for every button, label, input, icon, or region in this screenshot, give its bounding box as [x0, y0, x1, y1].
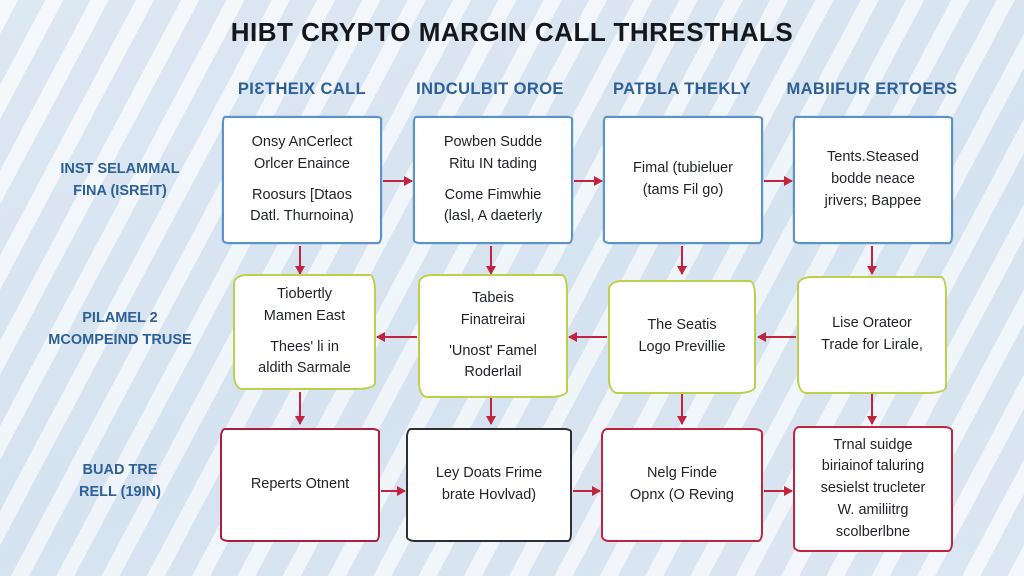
column-header-4: MABIIFUR ERTOERS: [786, 80, 958, 98]
node-row2-col3[interactable]: The Seatis Logo Previllie: [608, 280, 756, 394]
row-label-2: PILAMEL 2 MCOMPEIND TRUSE: [30, 307, 210, 352]
spacer: [449, 332, 537, 341]
node-row2-col3-line2: Logo Previllie: [638, 339, 726, 355]
arrow-col4-row2-to-row3: [867, 394, 877, 425]
node-row3-col2-line1: Ley Doats Frime: [435, 465, 543, 482]
arrow-row2-col4-to-col3: [757, 332, 796, 342]
node-row2-col1-line2: Mamen East: [263, 307, 346, 324]
node-row2-col4-line2: Trade for Lirale,: [821, 337, 923, 353]
spacer: [444, 176, 542, 185]
node-row1-col4-line1: Tents.Steased: [827, 149, 919, 166]
node-row3-col4[interactable]: Trnal suidge biriainof taluring sesielst…: [793, 426, 953, 552]
node-row2-col2-line1: Tabeis: [472, 290, 514, 306]
node-row1-col2-line1: Powben Sudde: [443, 134, 543, 150]
node-row2-col2-line4: Roderlail: [464, 364, 522, 381]
node-row1-col3-line2: (tams Fil go): [642, 182, 724, 198]
node-row2-col4[interactable]: Lise Orateor Trade for Lirale,: [797, 276, 947, 394]
node-row2-col4-line1: Lise Orateor: [832, 315, 912, 332]
arrow-col2-row1-to-row2: [486, 246, 496, 275]
row-label-3-line2: RELL (19IN): [79, 484, 161, 501]
node-row2-col2[interactable]: Tabeis Finatreirai 'Unost' Famel Roderla…: [418, 274, 568, 398]
node-row1-col2-line4: (lasl, A daeterly: [443, 208, 543, 225]
node-row2-col2-line2: Finatreirai: [460, 311, 526, 328]
arrow-row3-col2-to-col3: [573, 486, 601, 496]
node-row3-col3-line1: Nelg Finde: [646, 465, 718, 482]
arrow-col2-row2-to-row3: [486, 398, 496, 425]
row-label-2-line2: MCOMPEIND TRUSE: [48, 332, 192, 349]
node-row1-col4-line3: jrivers; Bappee: [824, 192, 922, 209]
node-row1-col1[interactable]: Onsy AnCerlect Orlcer Enaince Roosurs [D…: [222, 116, 382, 244]
arrow-col3-row2-to-row3: [677, 394, 687, 425]
node-row3-col4-line5: scolberlbne: [835, 523, 911, 540]
node-row2-col1-line4: aldith Sarmale: [258, 360, 351, 377]
node-row3-col2[interactable]: Ley Doats Frime brate Hovlvad): [406, 428, 572, 542]
row-label-1-line2: FINA (ISREIT): [73, 183, 167, 200]
column-header-2: INDCULBIT OROE: [416, 80, 564, 98]
node-row1-col2[interactable]: Powben Sudde Ritu IN tading Come Fimwhie…: [413, 116, 573, 244]
arrow-row3-col3-to-col4: [764, 486, 793, 496]
row-label-1: INST SELAMMAL FINA (ISREIT): [30, 158, 210, 203]
node-row1-col4-line2: bodde neace: [831, 171, 915, 188]
page-title: HIBT CRYPTO MARGIN CALL THRESTHALS: [230, 17, 794, 47]
arrow-col1-row2-to-row3: [295, 392, 305, 425]
column-header-3: PATBLA THEKLY: [612, 80, 752, 98]
node-row3-col3-line2: Opnx (O Reving: [630, 487, 734, 503]
node-row2-col1-line1: Tiobertly: [276, 286, 333, 302]
node-row3-col4-line2: biriainof taluring: [821, 458, 925, 475]
node-row2-col1-line3: Thees' li in: [270, 338, 339, 355]
node-row3-col4-line1: Trnal suidge: [833, 436, 913, 453]
node-row2-col3-line1: The Seatis: [647, 317, 717, 334]
node-row3-col1-line1: Reperts Otnent: [250, 476, 350, 493]
node-row3-col3[interactable]: Nelg Finde Opnx (O Reving: [601, 428, 763, 542]
node-row1-col3[interactable]: Fimal (tubieluer (tams Fil go): [603, 116, 763, 244]
node-row1-col1-line3: Roosurs [Dtaos: [252, 186, 352, 203]
node-row1-col2-line3: Come Fimwhie: [444, 186, 542, 203]
node-row1-col1-line4: Datl. Thurnoina): [250, 208, 354, 225]
arrow-col3-row1-to-row2: [677, 246, 687, 275]
node-row3-col2-line2: brate Hovlvad): [441, 487, 537, 503]
node-row1-col1-line2: Orlcer Enaince: [254, 155, 350, 172]
row-label-2-line1: PILAMEL 2: [82, 310, 158, 326]
arrow-col4-row1-to-row2: [867, 246, 877, 275]
arrow-row2-col3-to-col2: [568, 332, 607, 342]
node-row1-col3-line1: Fimal (tubieluer: [633, 160, 733, 177]
arrow-row2-col2-to-col1: [376, 332, 417, 342]
arrow-row1-col2-to-col3: [574, 176, 603, 186]
arrow-row1-col1-to-col2: [383, 176, 413, 186]
spacer: [250, 176, 354, 185]
arrow-col1-row1-to-row2: [295, 246, 305, 275]
node-row3-col1[interactable]: Reperts Otnent: [220, 428, 380, 542]
node-row1-col4[interactable]: Tents.Steased bodde neace jrivers; Bappe…: [793, 116, 953, 244]
row-label-3: BUAD TRE RELL (19IN): [30, 459, 210, 504]
node-row2-col1[interactable]: Tiobertly Mamen East Thees' li in aldith…: [233, 274, 376, 390]
node-row2-col2-line3: 'Unost' Famel: [449, 342, 537, 359]
spacer: [258, 328, 351, 337]
node-row3-col4-line4: W. amiliitrg: [837, 501, 909, 518]
arrow-row3-col1-to-col2: [381, 486, 406, 496]
node-row1-col1-line1: Onsy AnCerlect: [251, 134, 353, 150]
arrow-row1-col3-to-col4: [764, 176, 793, 186]
column-header-1: PIƐTHEIX CALL: [237, 80, 367, 98]
node-row1-col2-line2: Ritu IN tading: [449, 155, 537, 172]
row-label-3-line1: BUAD TRE: [82, 462, 158, 478]
node-row3-col4-line3: sesielst trucleter: [820, 480, 926, 497]
row-label-1-line1: INST SELAMMAL: [60, 161, 180, 177]
